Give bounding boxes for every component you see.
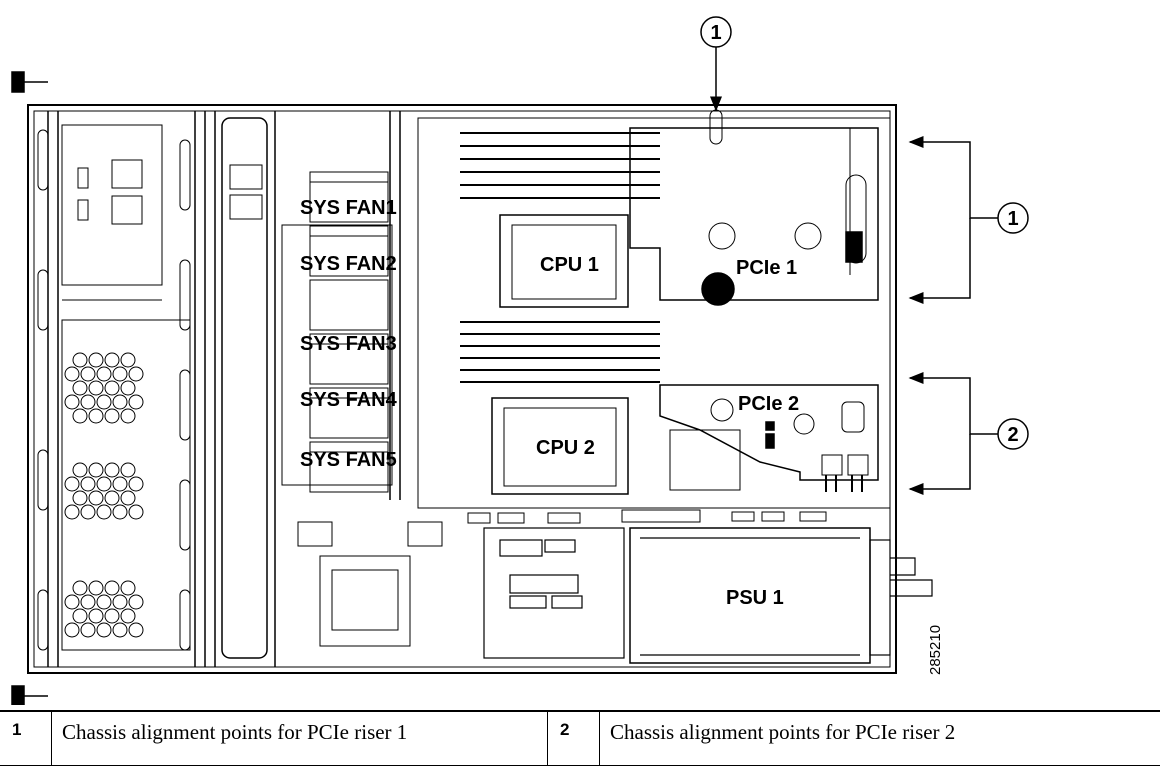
callout-top-number: 1: [710, 22, 721, 44]
chassis: [12, 72, 896, 705]
pcie1-label: PCIe 1: [736, 257, 797, 279]
callout-right-upper: 1: [910, 142, 1028, 298]
legend-table: 1 Chassis alignment points for PCIe rise…: [0, 712, 1160, 766]
figure-id: 285210: [927, 625, 944, 675]
sys-fan4-label: SYS FAN4: [300, 389, 398, 411]
callout-right-lower: 2: [910, 378, 1028, 489]
dimm-slots-middle: [460, 322, 660, 382]
legend-row: 1 Chassis alignment points for PCIe rise…: [0, 712, 1160, 766]
sys-fan3-label: SYS FAN3: [300, 333, 397, 355]
sys-fan5-label: SYS FAN5: [300, 449, 397, 471]
legend-number-1: 1: [0, 712, 52, 766]
legend-number-2: 2: [548, 712, 600, 766]
psu1-label: PSU 1: [726, 587, 784, 609]
pcie2-label: PCIe 2: [738, 393, 799, 415]
vent-pattern-upper: [65, 353, 143, 423]
vent-pattern-middle: [65, 463, 143, 519]
vent-pattern-lower: [65, 581, 143, 637]
motherboard: [418, 118, 890, 523]
sys-fan1-label: SYS FAN1: [300, 197, 397, 219]
server-top-view-diagram: SYS FAN1 SYS FAN2 SYS FAN3 SYS FAN4 SYS …: [0, 0, 1160, 705]
callout-right-lower-number: 2: [1007, 424, 1018, 446]
sys-fan2-label: SYS FAN2: [300, 253, 397, 275]
callout-right-upper-number: 1: [1007, 208, 1018, 230]
callout-top: 1: [701, 17, 731, 110]
legend-text-1: Chassis alignment points for PCIe riser …: [52, 712, 548, 766]
drive-bays: [38, 125, 190, 650]
cpu2-label: CPU 2: [536, 437, 595, 459]
cpu1-label: CPU 1: [540, 254, 599, 276]
power-area: [484, 528, 932, 663]
legend-text-2: Chassis alignment points for PCIe riser …: [600, 712, 1160, 766]
